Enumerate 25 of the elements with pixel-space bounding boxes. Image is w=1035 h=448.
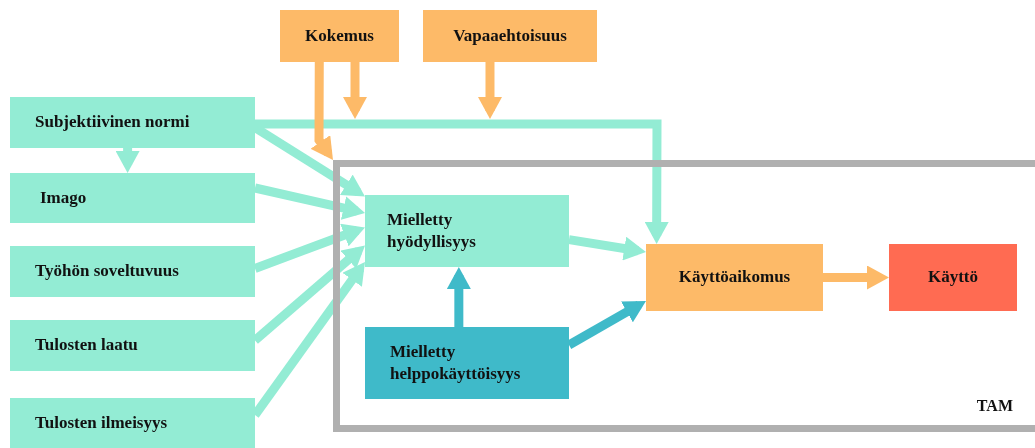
factor-box: Mielletty hyödyllisyys [365,195,569,267]
factor-box: Imago [10,173,255,223]
factor-box: Käyttö [889,244,1017,311]
arrow [446,267,471,327]
model-frame [333,160,1035,432]
arrow [568,235,646,261]
factor-box: Subjektiivinen normi [10,97,255,148]
factor-box: Työhön soveltuvuus [10,246,255,297]
arrow [478,62,502,119]
factor-box: Käyttöaikomus [646,244,823,311]
frame-label: TAM [976,397,1013,415]
arrow [253,223,365,273]
arrow [254,183,365,220]
arrow [343,62,367,119]
factor-box: Tulosten ilmeisyys [10,398,255,448]
arrow [115,148,140,173]
factor-box: Vapaaehtoisuus [423,10,597,62]
arrow [255,119,669,244]
arrow [823,265,889,290]
factor-box: Kokemus [280,10,399,62]
factor-box: Mielletty helppokäyttöisyys [365,327,569,399]
factor-box: Tulosten laatu [10,320,255,371]
arrow [566,300,646,349]
arrow [252,245,365,344]
arrow [310,62,333,160]
